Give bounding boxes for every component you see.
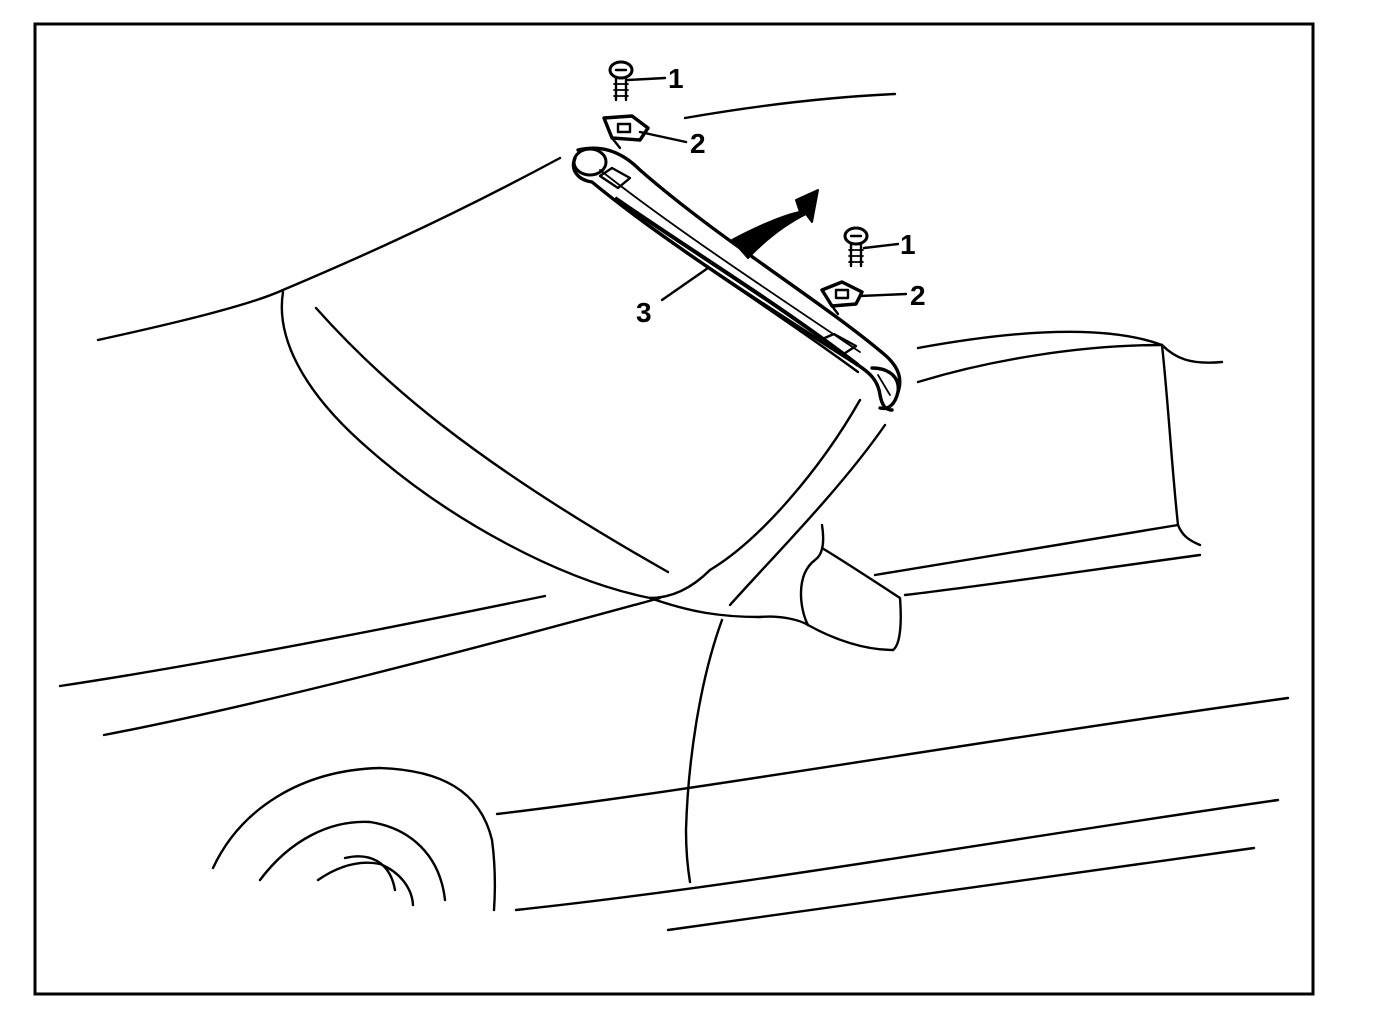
bolt-icon: [608, 60, 634, 102]
callout-clip-right: 2: [910, 280, 926, 311]
diagram-frame: [33, 22, 1315, 996]
leader-line: [858, 292, 908, 298]
leader-line: [638, 130, 688, 144]
clip-nut-icon: [820, 280, 864, 316]
callout-bolt-left: 1: [668, 63, 684, 94]
callout-clip-left: 2: [690, 128, 706, 159]
callout-bolt-right: 1: [900, 229, 916, 260]
callout-trim-strip: 3: [636, 297, 652, 328]
car-body: [58, 92, 1290, 932]
roof-trim-strip: [571, 146, 902, 412]
bolt-icon: [843, 226, 869, 268]
leader-line: [862, 242, 900, 250]
leader-line: [626, 76, 667, 82]
direction-arrow-icon: [731, 189, 819, 259]
leader-line: [660, 266, 710, 302]
